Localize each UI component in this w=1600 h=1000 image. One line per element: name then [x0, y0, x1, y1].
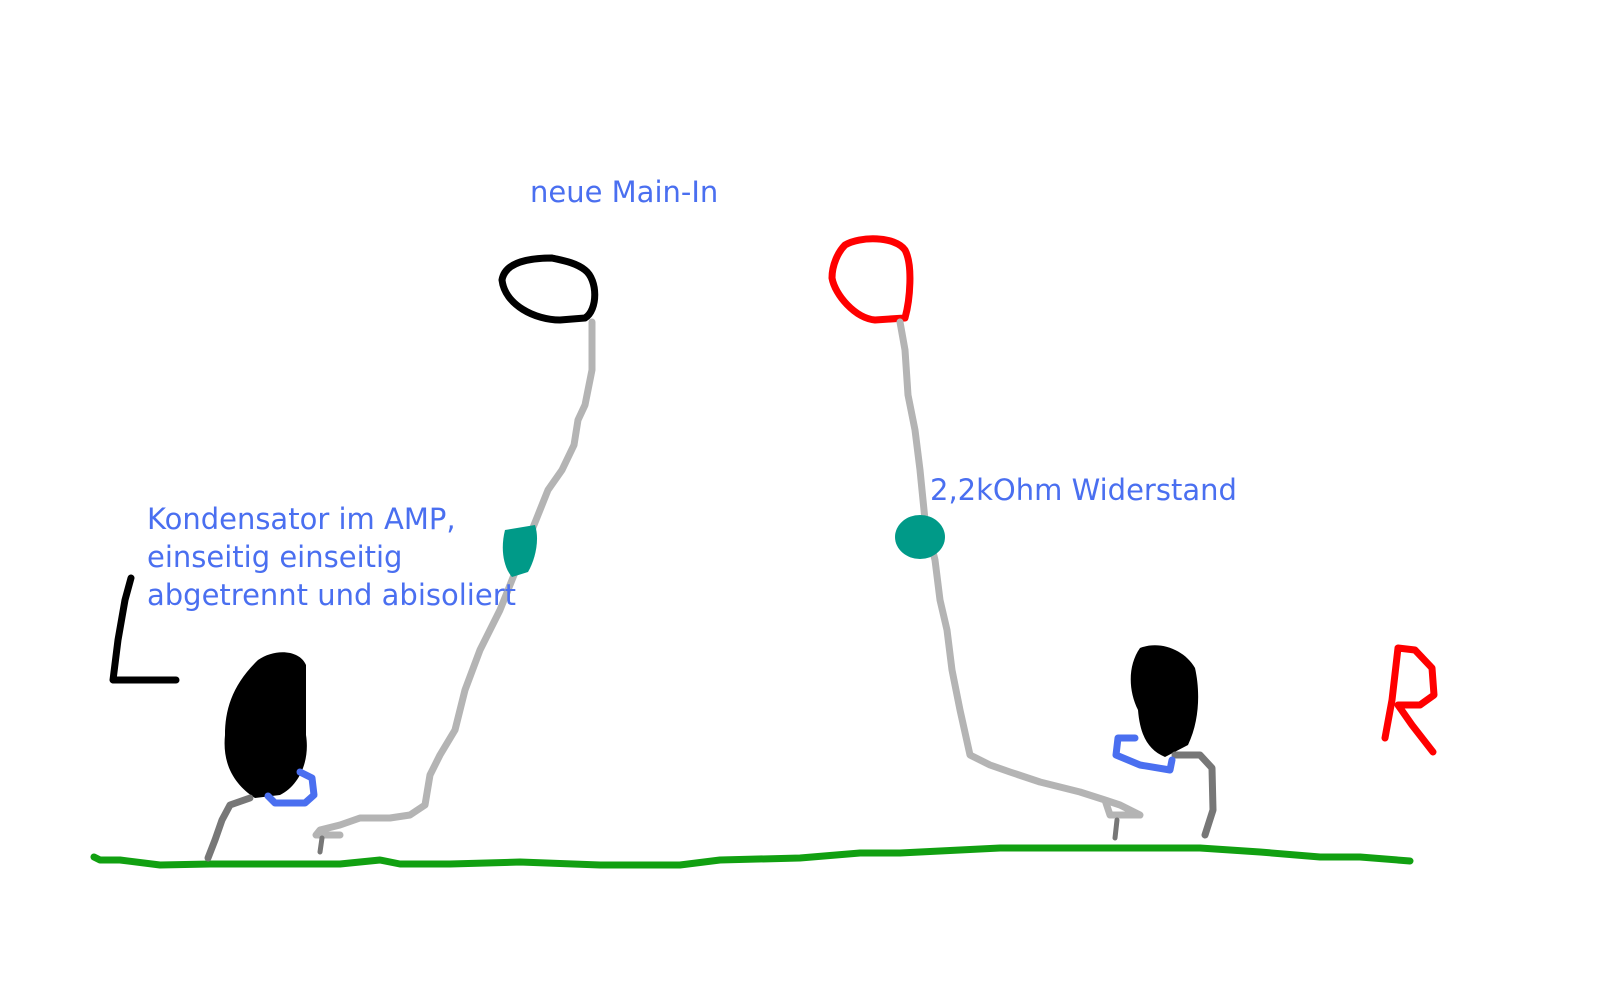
right-wire-stub [1112, 817, 1120, 841]
main-in-label: neue Main-In [530, 175, 719, 209]
resistor-component [895, 515, 945, 559]
main-in-right-connector [828, 235, 914, 324]
right-jack-lead [1171, 751, 1217, 839]
right-jack [1130, 645, 1199, 757]
left-jack-lead [204, 794, 254, 862]
left-jack [224, 652, 307, 798]
left-jack-ring [264, 768, 318, 807]
capacitor-component [502, 525, 538, 577]
left-channel-letter [109, 574, 180, 684]
right-channel-letter [1381, 644, 1438, 756]
main-in-left-connector [498, 254, 599, 324]
right-jack-ring [1112, 734, 1176, 774]
resistor-label: 2,2kOhm Widerstand [930, 473, 1237, 507]
right-wire [896, 318, 1144, 819]
capacitor-label-line-2: einseitig einseitig [147, 540, 403, 574]
ground-line [90, 844, 1414, 869]
capacitor-label-line-1: Kondensator im AMP, [147, 502, 456, 536]
left-wire [312, 318, 596, 839]
left-wire-stub [317, 835, 325, 855]
capacitor-label-line-3: abgetrennt und abisoliert [147, 578, 516, 612]
